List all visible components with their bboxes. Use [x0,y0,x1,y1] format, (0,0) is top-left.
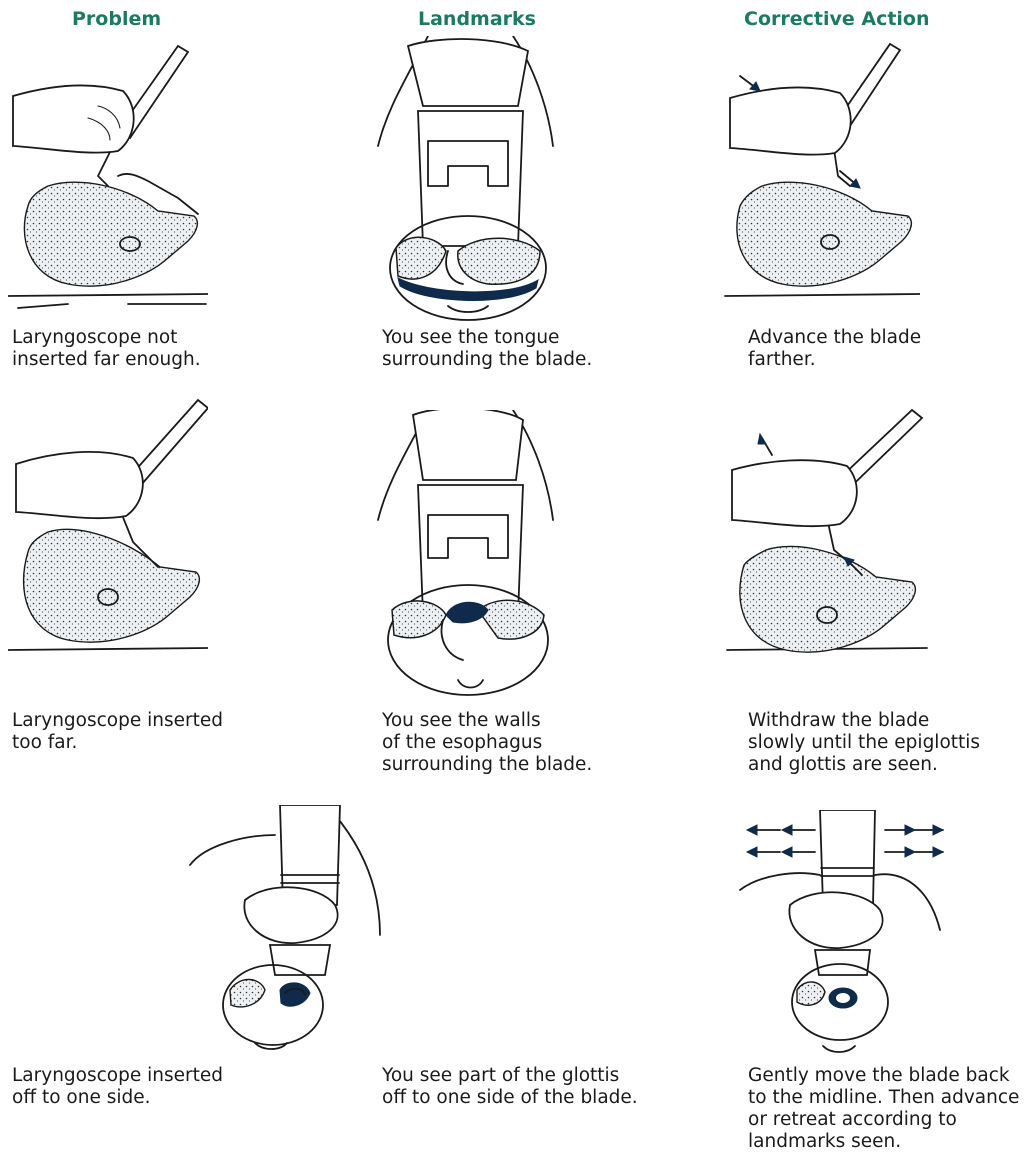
illustration-head-laryngoscope-deep [8,392,208,682]
caption-landmarks-3: You see part of the glottis off to one s… [382,1065,638,1109]
caption-problem-1: Laryngoscope not inserted far enough. [12,327,201,371]
caption-corrective-2: Withdraw the blade slowly until the epig… [748,710,980,776]
header-problem: Problem [72,8,161,30]
caption-corrective-1: Advance the blade farther. [748,327,921,371]
caption-problem-3: Laryngoscope inserted off to one side. [12,1065,223,1109]
caption-problem-2: Laryngoscope inserted too far. [12,710,223,754]
illustration-advance-blade [720,36,920,321]
illustration-withdraw-blade [722,400,932,690]
illustration-move-blade-midline [735,810,945,1060]
header-landmarks: Landmarks [418,8,536,30]
illustration-view-off-to-side [185,805,385,1055]
illustration-view-esophagus-walls [368,410,568,700]
illustration-head-laryngoscope-shallow [8,36,208,316]
caption-corrective-3: Gently move the blade back to the midlin… [748,1065,1019,1153]
illustration-view-tongue-around-blade [368,36,568,321]
caption-landmarks-1: You see the tongue surrounding the blade… [382,327,592,371]
header-corrective-action: Corrective Action [744,8,930,30]
caption-landmarks-2: You see the walls of the esophagus surro… [382,710,592,776]
